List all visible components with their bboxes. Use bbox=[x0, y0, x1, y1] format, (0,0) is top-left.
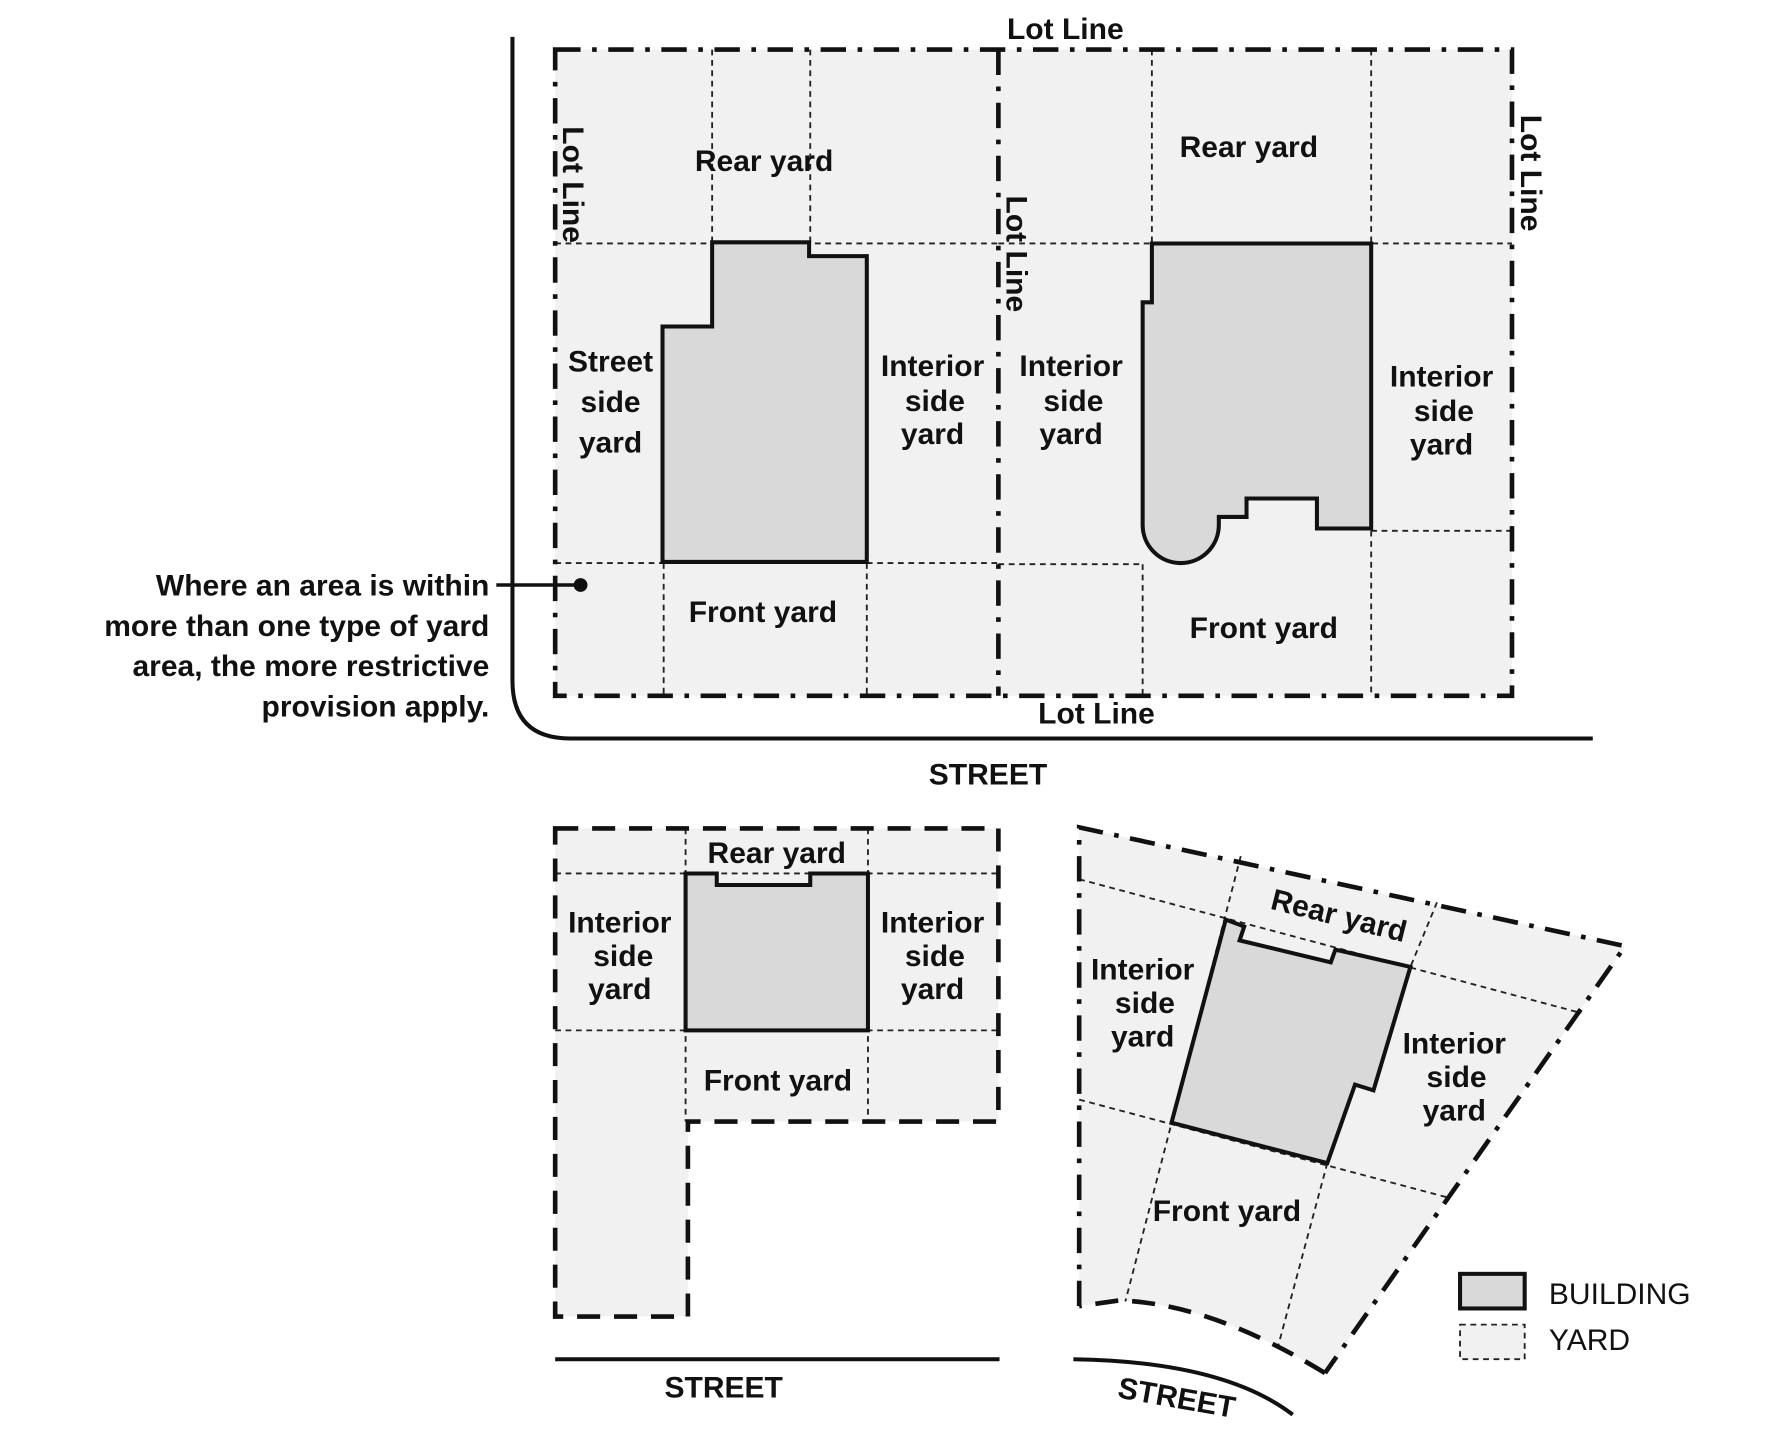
interior-side-yard-label: Interior side yard bbox=[1403, 1027, 1507, 1127]
svg-text:Street: Street bbox=[568, 346, 653, 379]
legend-building-label: BUILDING bbox=[1549, 1278, 1691, 1311]
legend: BUILDING YARD bbox=[1458, 1271, 1691, 1361]
svg-text:yard: yard bbox=[588, 973, 651, 1006]
svg-text:yard: yard bbox=[579, 426, 642, 459]
svg-text:side: side bbox=[905, 940, 965, 973]
building bbox=[683, 871, 870, 1033]
svg-text:yard: yard bbox=[1410, 429, 1473, 462]
svg-text:yard: yard bbox=[1423, 1094, 1486, 1127]
legend-yard-label: YARD bbox=[1549, 1324, 1630, 1357]
svg-text:side: side bbox=[1427, 1061, 1487, 1094]
bottom-right-diagram: Rear yard Interior side yard Interior si… bbox=[1073, 824, 1629, 1425]
interior-side-yard-label: Interior side yard bbox=[881, 350, 985, 451]
front-yard-label: Front yard bbox=[1190, 612, 1338, 645]
svg-text:Interior: Interior bbox=[1390, 361, 1494, 394]
lot-line-label: Lot Line bbox=[556, 126, 589, 243]
svg-text:side: side bbox=[1115, 987, 1175, 1020]
svg-text:side: side bbox=[1414, 395, 1474, 428]
rear-yard-label: Rear yard bbox=[708, 837, 846, 870]
street-label: STREET bbox=[929, 759, 1047, 792]
svg-text:Interior: Interior bbox=[881, 350, 985, 383]
rear-yard-label: Rear yard bbox=[695, 145, 833, 178]
svg-text:side: side bbox=[1043, 385, 1103, 418]
svg-text:side: side bbox=[905, 385, 965, 418]
interior-side-yard-label: Interior side yard bbox=[1390, 361, 1494, 462]
front-yard-label: Front yard bbox=[1153, 1195, 1301, 1228]
top-diagram: Lot Line Lot Line Lot Line Lot Line Lot … bbox=[104, 13, 1593, 792]
svg-text:Interior: Interior bbox=[568, 906, 672, 939]
front-yard-label: Front yard bbox=[689, 596, 837, 629]
svg-text:yard: yard bbox=[901, 973, 964, 1006]
building bbox=[1169, 916, 1413, 1166]
svg-text:Interior: Interior bbox=[881, 906, 985, 939]
rear-yard-label: Rear yard bbox=[1180, 131, 1318, 164]
svg-text:yard: yard bbox=[1111, 1021, 1174, 1054]
svg-text:yard: yard bbox=[1039, 418, 1102, 451]
building bbox=[1140, 241, 1374, 566]
lot-line-label: Lot Line bbox=[999, 196, 1032, 313]
street-edge bbox=[1073, 1357, 1294, 1417]
street-edge bbox=[510, 36, 1593, 741]
building bbox=[660, 240, 869, 564]
lot-line-label: Lot Line bbox=[1007, 13, 1124, 46]
left-lot bbox=[555, 49, 999, 696]
svg-text:more than one type of yard: more than one type of yard bbox=[104, 610, 489, 643]
svg-text:Interior: Interior bbox=[1091, 954, 1195, 987]
interior-side-yard-label: Interior side yard bbox=[881, 906, 985, 1006]
lot-line-front bbox=[1078, 1298, 1327, 1376]
lot-line-label: Lot Line bbox=[1038, 697, 1155, 730]
svg-text:side: side bbox=[581, 386, 641, 419]
interior-side-yard-label: Interior side yard bbox=[1091, 954, 1195, 1054]
svg-text:yard: yard bbox=[901, 418, 964, 451]
lot-line-outline bbox=[1076, 824, 1629, 1375]
svg-text:Where an area is within: Where an area is within bbox=[156, 569, 489, 602]
street-label: STREET bbox=[664, 1371, 782, 1404]
svg-text:area, the more restrictive: area, the more restrictive bbox=[132, 650, 489, 683]
lot-line-label: Lot Line bbox=[1514, 115, 1547, 232]
lot-line-outline bbox=[552, 826, 1001, 1319]
front-yard-label: Front yard bbox=[704, 1064, 852, 1097]
callout: Where an area is within more than one ty… bbox=[104, 569, 588, 724]
svg-text:Interior: Interior bbox=[1403, 1027, 1507, 1060]
legend-building-swatch bbox=[1458, 1271, 1527, 1311]
right-lot bbox=[998, 49, 1512, 696]
callout-dot bbox=[573, 578, 588, 592]
svg-text:side: side bbox=[593, 940, 653, 973]
svg-text:provision apply.: provision apply. bbox=[262, 691, 490, 724]
bottom-left-diagram: Rear yard Interior side yard Interior si… bbox=[552, 826, 1001, 1404]
lot-line-outline bbox=[552, 47, 1515, 699]
interior-side-yard-label: Interior side yard bbox=[1019, 350, 1123, 451]
svg-text:Interior: Interior bbox=[1019, 350, 1123, 383]
interior-side-yard-label: Interior side yard bbox=[568, 906, 672, 1006]
street-side-yard-label: Street side yard bbox=[568, 346, 653, 460]
legend-yard-swatch bbox=[1459, 1323, 1526, 1361]
